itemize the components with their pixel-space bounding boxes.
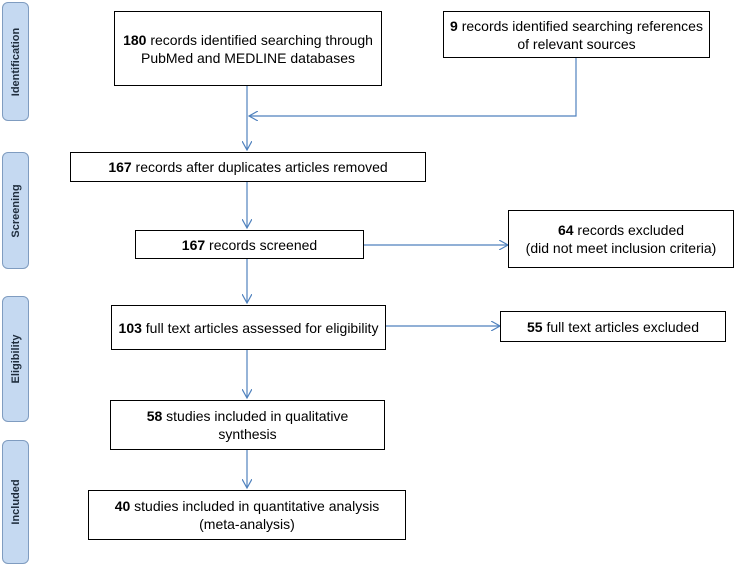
references-label: records identified searching references … [457, 17, 703, 52]
screened-label: records screened [205, 236, 318, 253]
box-quantitative-text: 40 studies included in quantitative anal… [95, 497, 399, 533]
box-reference-records: 9 records identified searching reference… [443, 11, 710, 58]
excluded-records-count: 64 [557, 222, 574, 238]
box-full-text-excluded: 55 full text articles excluded [500, 311, 726, 342]
qualitative-count: 58 [146, 408, 163, 424]
after-duplicates-count: 167 [108, 159, 132, 175]
full-text-excluded-label: full text articles excluded [542, 318, 699, 335]
full-text-excluded-count: 55 [527, 318, 543, 335]
phase-eligibility: Eligibility [2, 296, 29, 422]
qualitative-label: studies included in qualitative synthesi… [162, 408, 349, 442]
after-duplicates-label: records after duplicates articles remove… [131, 159, 388, 175]
box-after-duplicates: 167 records after duplicates articles re… [70, 152, 426, 182]
full-text-assessed-count: 103 [118, 319, 142, 336]
box-full-text-excluded-text: 55 full text articles excluded [527, 318, 699, 336]
box-records-excluded: 64 records excluded (did not meet inclus… [508, 210, 734, 268]
box-qualitative-text: 58 studies included in qualitative synth… [117, 407, 378, 443]
box-records-screened: 167 records screened [135, 230, 364, 259]
arrow-references-merge [249, 58, 577, 116]
box-reference-text: 9 records identified searching reference… [450, 17, 703, 53]
excluded-records-label: records excluded [573, 222, 685, 238]
box-full-text-assessed: 103 full text articles assessed for elig… [111, 305, 386, 350]
quantitative-count: 40 [114, 498, 131, 514]
quantitative-label: studies included in quantitative analysi… [130, 498, 380, 532]
phase-identification: Identification [2, 2, 29, 121]
phase-screening: Screening [2, 152, 29, 269]
box-qualitative-synthesis: 58 studies included in qualitative synth… [110, 400, 385, 450]
box-records-screened-text: 167 records screened [182, 236, 317, 254]
pubmed-label: records identified searching through Pub… [140, 31, 373, 66]
box-full-text-assessed-text: 103 full text articles assessed for elig… [119, 319, 379, 337]
box-quantitative-analysis: 40 studies included in quantitative anal… [88, 490, 406, 540]
references-count: 9 [450, 17, 458, 34]
box-after-duplicates-text: 167 records after duplicates articles re… [108, 158, 387, 176]
screened-count: 167 [181, 236, 206, 253]
full-text-assessed-label: full text articles assessed for eligibil… [141, 319, 379, 336]
pubmed-count: 180 [123, 31, 147, 48]
box-pubmed-text: 180 records identified searching through… [121, 31, 375, 67]
box-records-excluded-line2: (did not meet inclusion criteria) [525, 240, 717, 256]
box-records-excluded-line1: 64 records excluded [558, 221, 684, 239]
phase-included: Included [2, 440, 29, 564]
box-pubmed-records: 180 records identified searching through… [114, 11, 382, 86]
